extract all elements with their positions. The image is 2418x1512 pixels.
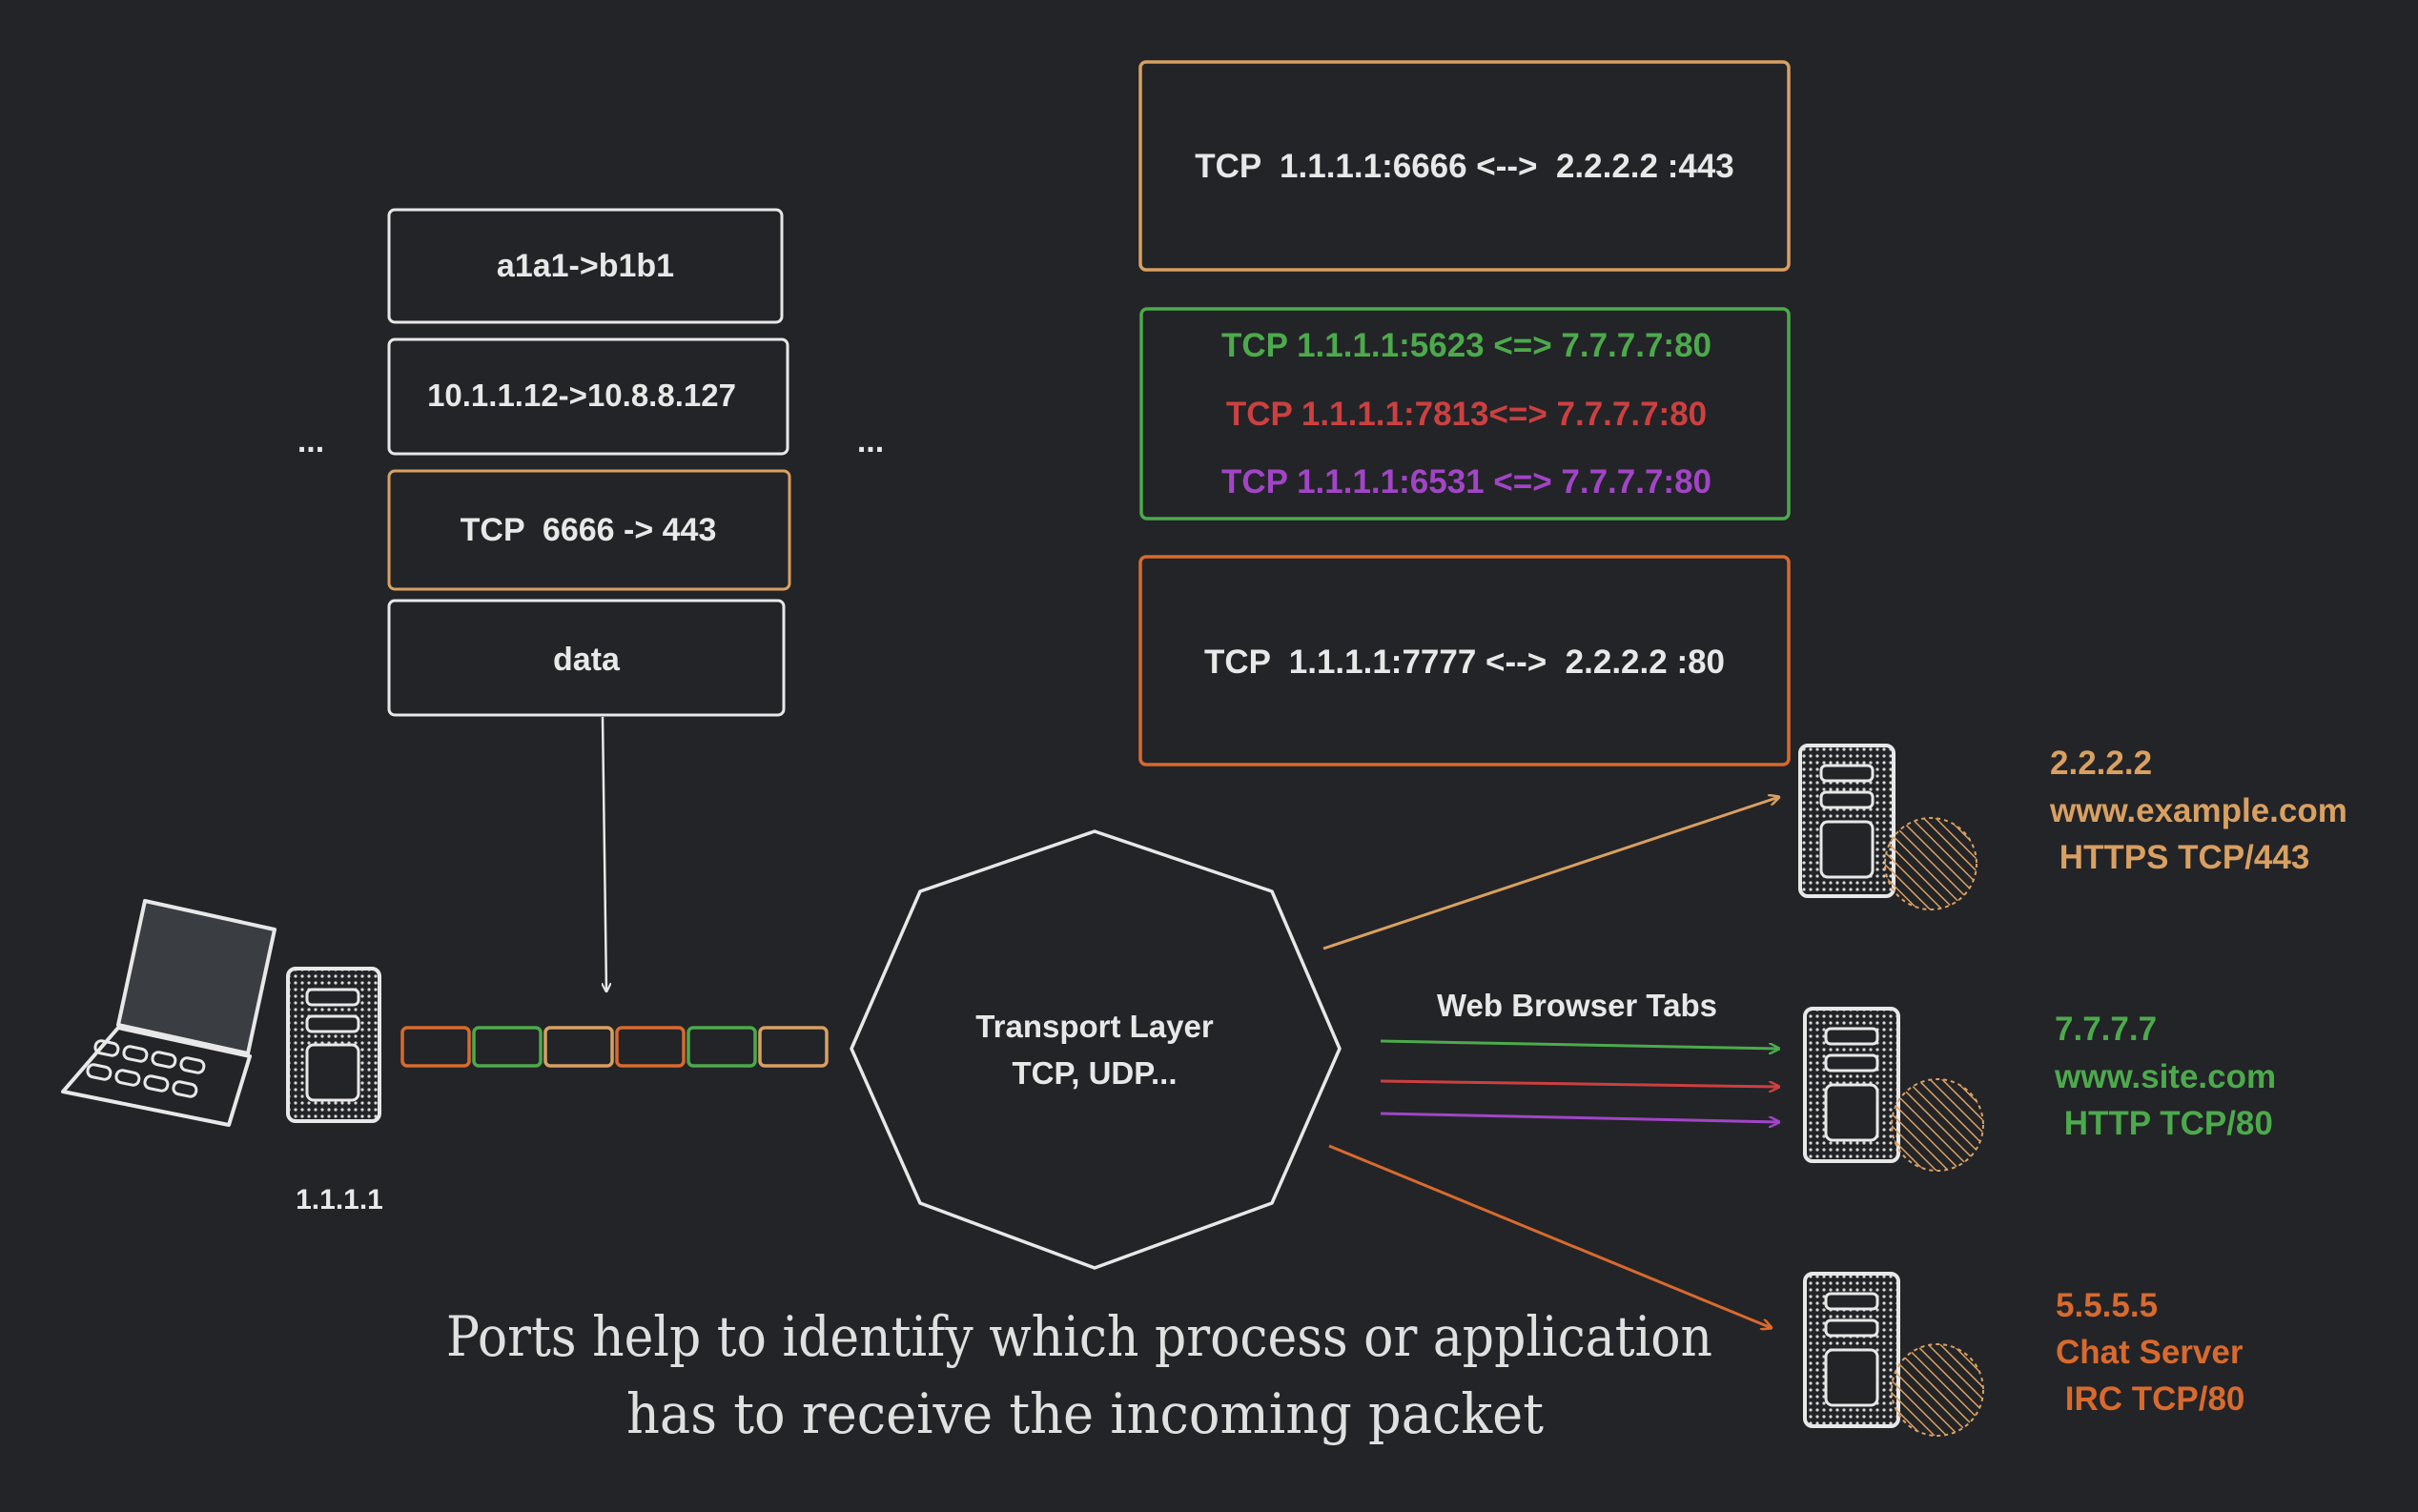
data-label: data bbox=[553, 642, 621, 678]
packet-segment bbox=[543, 1026, 614, 1068]
process-icon bbox=[1891, 1078, 1984, 1172]
server-info-http: 7.7.7.7 www.site.com HTTP TCP/80 bbox=[2054, 1011, 2276, 1142]
packet-segment bbox=[400, 1026, 471, 1068]
tab1-arrow bbox=[1380, 1039, 1779, 1049]
server-host: www.site.com bbox=[2054, 1058, 2276, 1095]
packet-segment bbox=[472, 1026, 543, 1068]
tab1-connection-label: TCP 1.1.1.1:5623 <=> 7.7.7.7:80 bbox=[1221, 327, 1711, 364]
packet-stack: a1a1->b1b1 10.1.1.12->10.8.8.127 TCP 666… bbox=[297, 208, 884, 717]
chat-arrow bbox=[1328, 1144, 1772, 1328]
client-server-icon bbox=[286, 967, 381, 1123]
process-icon bbox=[1884, 817, 1977, 910]
transport-layer-title: Transport Layer bbox=[975, 1009, 1214, 1044]
tab3-arrow bbox=[1380, 1112, 1779, 1122]
link-header-box bbox=[387, 208, 784, 324]
browser-tabs-connection-box bbox=[1139, 307, 1791, 521]
server-icon bbox=[1803, 1272, 1900, 1428]
packet-segment bbox=[758, 1026, 829, 1068]
link-header-label: a1a1->b1b1 bbox=[497, 248, 674, 284]
packet-segment bbox=[686, 1026, 757, 1068]
server-ip: 2.2.2.2 bbox=[2050, 745, 2152, 782]
client-ip-label: 1.1.1.1 bbox=[296, 1184, 383, 1216]
https-connection-box bbox=[1138, 60, 1791, 272]
process-icon bbox=[1891, 1343, 1984, 1437]
network-header-label: 10.1.1.12->10.8.8.127 bbox=[427, 378, 736, 413]
network-header-box bbox=[387, 337, 789, 456]
web-browser-tabs-label: Web Browser Tabs bbox=[1437, 988, 1717, 1023]
chat-connection-label: TCP 1.1.1.1:7777 <--> 2.2.2.2 :80 bbox=[1204, 644, 1725, 681]
chat-connection-box bbox=[1138, 555, 1791, 766]
packet-stream bbox=[400, 1026, 829, 1068]
server-service: HTTPS TCP/443 bbox=[2050, 839, 2309, 876]
server-icon bbox=[1803, 1007, 1900, 1163]
caption-line-2: has to receive the incoming packet bbox=[626, 1381, 1544, 1446]
ellipsis-left: ... bbox=[297, 423, 324, 460]
laptop-icon bbox=[61, 899, 277, 1127]
data-box bbox=[387, 599, 786, 717]
server-icon bbox=[1798, 744, 1895, 898]
tab2-connection-label: TCP 1.1.1.1:7813<=> 7.7.7.7:80 bbox=[1226, 396, 1707, 433]
server-ip: 7.7.7.7 bbox=[2055, 1011, 2157, 1048]
server-service: IRC TCP/80 bbox=[2056, 1380, 2244, 1418]
tab2-arrow bbox=[1380, 1079, 1779, 1087]
https-connection-label: TCP 1.1.1.1:6666 <--> 2.2.2.2 :443 bbox=[1195, 148, 1734, 185]
tab3-connection-label: TCP 1.1.1.1:6531 <=> 7.7.7.7:80 bbox=[1221, 463, 1711, 501]
transport-layer-protocols: TCP, UDP... bbox=[1012, 1055, 1177, 1091]
https-arrow bbox=[1322, 797, 1779, 950]
server-info-https: 2.2.2.2 www.example.com HTTPS TCP/443 bbox=[2049, 745, 2347, 876]
transport-layer-octagon bbox=[850, 829, 1342, 1270]
server-host: www.example.com bbox=[2049, 792, 2347, 829]
caption-line-1: Ports help to identify which process or … bbox=[446, 1304, 1712, 1369]
ellipsis-right: ... bbox=[857, 423, 884, 460]
transport-header-box bbox=[387, 469, 791, 591]
server-service: HTTP TCP/80 bbox=[2055, 1105, 2273, 1142]
server-host: Chat Server bbox=[2056, 1334, 2244, 1371]
packet-segment bbox=[615, 1026, 686, 1068]
stack-to-stream-arrow bbox=[601, 716, 606, 991]
server-info-irc: 5.5.5.5 Chat Server IRC TCP/80 bbox=[2056, 1287, 2244, 1418]
server-ip: 5.5.5.5 bbox=[2056, 1287, 2158, 1324]
transport-header-label: TCP 6666 -> 443 bbox=[461, 512, 717, 548]
